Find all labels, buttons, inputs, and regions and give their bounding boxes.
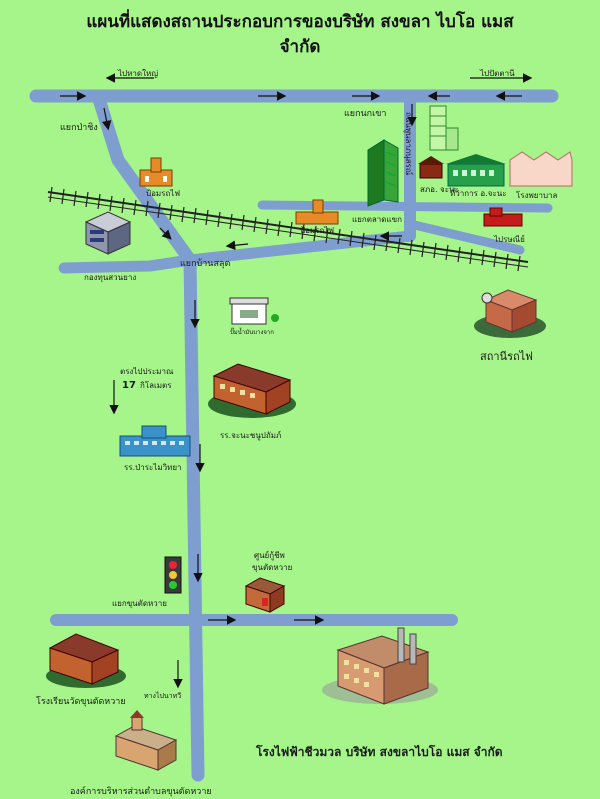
- distance-line1: ตรงไปประมาณ: [120, 367, 174, 376]
- rubber-office-icon: [84, 211, 132, 255]
- label-power-plant: โรงไฟฟ้าชีวมวล บริษัท สงขลาไบโอ แมส จำกั…: [255, 744, 503, 759]
- railway-station-icon: [474, 289, 546, 338]
- label-health-center-line1: ศูนย์กู้ชีพ: [254, 550, 285, 561]
- road-main-south: [183, 253, 205, 782]
- label-ban-salut-junction: แยกบ้านสลุต: [180, 258, 230, 269]
- road-to-post: [405, 219, 525, 255]
- tao-office-icon: [114, 710, 178, 771]
- map-title-line1: แผนที่แสดงสถานประกอบการของบริษัท สงขลา ไ…: [86, 9, 514, 32]
- traffic-arrows: [60, 73, 533, 689]
- label-district-office: ที่ว่าการ อ.จะนะ: [450, 187, 507, 198]
- label-school-pramai: รร.ป่าระไมวิทยา: [124, 463, 182, 472]
- label-vertical-road: ถนนพูนลาภนุสรณ์: [403, 112, 414, 176]
- rail-post-icon: [295, 199, 339, 225]
- tall-building-icon: [367, 139, 399, 207]
- school-pramai-icon: [119, 425, 191, 457]
- road-rubber-office: [58, 254, 196, 274]
- post-office-icon: [483, 207, 523, 227]
- district-office-icon: [446, 154, 506, 187]
- label-school-chana: รร.จะนะชนูปถัมภ์: [220, 430, 281, 441]
- label-market-junction: แยกตลาดแขก: [352, 215, 402, 224]
- map-title-line2: จำกัด: [280, 37, 321, 57]
- label-gas-station: ปั๊มน้ำมันบางจาก: [230, 326, 274, 336]
- road-diagonal-left: [91, 89, 197, 267]
- label-hospital: โรงพยาบาล: [516, 190, 558, 200]
- gas-station-icon: [229, 297, 279, 325]
- hospital-icon: [509, 151, 573, 187]
- label-station-post: ป้อมรถไฟ: [146, 189, 180, 198]
- label-tao-office: องค์การบริหารส่วนตำบลขุนตัดหวาย: [70, 785, 212, 797]
- label-rubber-office: กองทุนสวนยาง: [84, 273, 136, 282]
- station-post-icon: [139, 157, 173, 187]
- label-rail-post: ป้อมรถไฟ: [300, 226, 334, 235]
- police-station-icon: [418, 156, 444, 179]
- label-health-center-line2: ขุนตัดหวาย: [252, 563, 292, 572]
- label-pracha-junction: แยกป่าชิง: [60, 122, 98, 133]
- road-network: [29, 89, 559, 782]
- label-post-office: ไปรษณีย์: [493, 234, 525, 244]
- label-to-hatyai: ไปหาดใหญ่: [117, 69, 158, 78]
- railway-line: [47, 186, 529, 272]
- health-center-icon: [244, 577, 286, 613]
- factory-icon: [322, 627, 438, 705]
- label-khun-tat-wai-junction: แยกขุนตัดหวาย: [112, 599, 167, 608]
- road-market: [257, 200, 553, 213]
- label-to-pattani: ไปปัตตานี: [479, 69, 515, 78]
- school-chana-icon: [208, 363, 296, 418]
- temple-school-icon: [46, 633, 126, 688]
- highrise-icon: [429, 105, 459, 151]
- label-railway-station: สถานีรถไฟ: [480, 350, 533, 363]
- distance-value: 17: [122, 380, 136, 391]
- traffic-light-icon: [164, 556, 182, 594]
- label-temple-school: โรงเรียนวัดขุนตัดหวาย: [36, 696, 126, 707]
- distance-unit: กิโลเมตร: [140, 380, 172, 390]
- label-police: สภอ. จะนะ: [420, 185, 459, 194]
- label-nonkhao-junction: แยกนกเขา: [344, 109, 386, 119]
- label-to-thaphi: ทางไปนาทวี: [144, 691, 181, 700]
